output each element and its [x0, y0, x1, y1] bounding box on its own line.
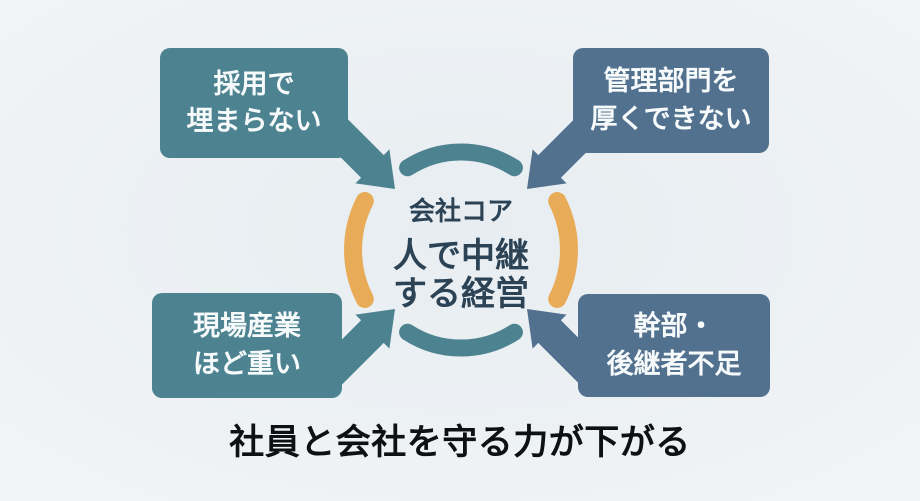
footer-headline: 社員と会社を守る力が下がる	[229, 423, 691, 462]
center-label: 会社コア 人で中継 する経営	[393, 191, 529, 313]
cause-box-top-left-line2: 埋まらない	[186, 106, 322, 136]
center-subtitle: 会社コア	[408, 196, 513, 226]
cause-box-bottom-left-line1: 現場産業	[193, 311, 301, 342]
cause-box-bottom-right: 幹部・ 後継者不足	[578, 294, 770, 397]
center-title-line-2: する経営	[393, 275, 529, 314]
cause-box-bottom-right-line2: 後継者不足	[606, 348, 742, 379]
arc-left-icon	[344, 192, 374, 308]
cause-box-bottom-right-line1: 幹部・	[633, 311, 715, 342]
arc-right-icon	[548, 192, 578, 308]
cause-box-top-right-line2: 厚くできない	[590, 103, 752, 134]
cause-box-bottom-left-line2: ほど重い	[193, 348, 301, 379]
arc-top-icon	[399, 143, 523, 177]
cause-box-top-left: 採用で 埋まらない	[160, 48, 348, 158]
center-title-line-1: 人で中継	[393, 237, 529, 275]
cause-box-bottom-left: 現場産業 ほど重い	[152, 293, 342, 398]
cause-box-top-left-line1: 採用で	[213, 68, 295, 99]
cause-box-top-right-line1: 管理部門を	[603, 66, 739, 97]
arc-bottom-icon	[399, 323, 523, 357]
cause-box-top-right: 管理部門を 厚くできない	[573, 48, 769, 153]
